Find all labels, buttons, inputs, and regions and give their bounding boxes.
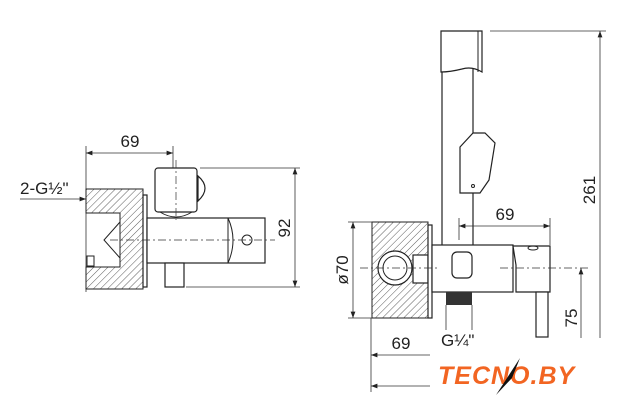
wall-flange — [427, 224, 433, 319]
diameter-dimension-label: ø70 — [333, 255, 352, 284]
depth-dimension-label: 69 — [392, 334, 411, 353]
outlet-nut — [164, 262, 185, 288]
total-height-dimension-label: 261 — [580, 176, 599, 204]
valve-body — [146, 217, 266, 264]
outlet-thread-label: G¼" — [441, 331, 474, 350]
shower-holder — [459, 132, 496, 194]
height-dimension-label: 92 — [275, 219, 294, 238]
handle — [227, 217, 266, 264]
wall-flange — [142, 194, 148, 288]
threaded-outlet — [446, 292, 472, 305]
watermark-text: TECNO.BY — [438, 362, 577, 390]
lightning-icon — [496, 358, 520, 395]
hose — [535, 291, 549, 338]
knob-neck — [159, 211, 193, 218]
thread-label: 2-G½" — [20, 179, 69, 198]
inlet-cone — [103, 221, 121, 259]
watermark-background — [430, 353, 624, 414]
knob-cap — [197, 174, 206, 203]
wall-cavity — [412, 254, 429, 284]
body-length-dimension-label: 69 — [496, 205, 515, 224]
handle-knob — [527, 245, 539, 251]
width-dimension-label: 69 — [121, 132, 140, 151]
shower-holder-knob — [154, 167, 198, 213]
handle — [512, 245, 551, 293]
wall-section — [85, 188, 144, 290]
outlet-height-dimension-label: 75 — [562, 309, 581, 328]
rail-top-cap — [440, 30, 483, 74]
watermark-logo: TECNO.BY — [438, 358, 577, 395]
inlet-nut — [86, 255, 95, 267]
right-view: 261 69 ø70 75 G¼" 69 — [333, 30, 624, 414]
left-view: 69 2-G½" 92 — [20, 132, 300, 292]
holder-screw — [471, 184, 475, 188]
outlet-window — [451, 251, 473, 279]
